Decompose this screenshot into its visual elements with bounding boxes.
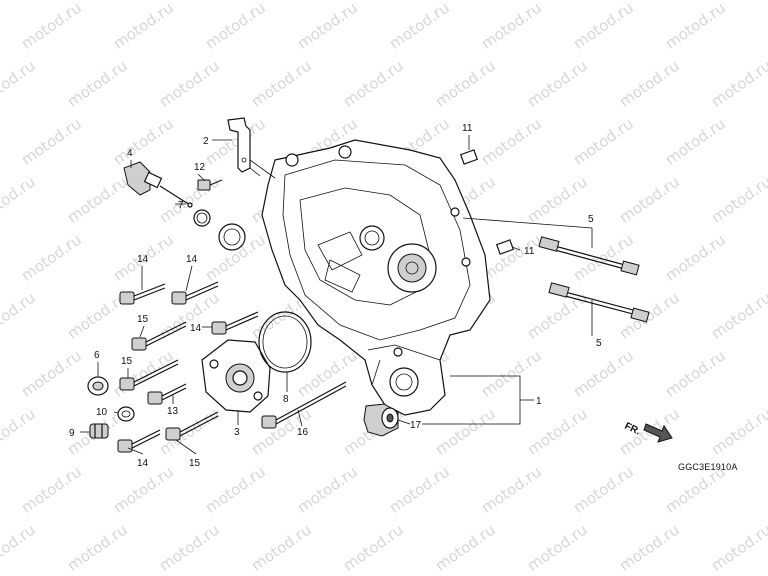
bolt-15-middle xyxy=(119,359,179,391)
diagram-code: GGC3E1910A xyxy=(678,462,738,472)
dowel-pin-upper xyxy=(459,149,479,165)
pump-cover-part-3 xyxy=(201,339,271,413)
bolt-15-lower xyxy=(165,411,219,441)
gasket-part-8 xyxy=(258,311,312,373)
o-ring-part-7 xyxy=(193,209,211,227)
callout-12: 12 xyxy=(194,162,206,173)
callout-7: 7 xyxy=(178,200,184,211)
callout-4: 4 xyxy=(127,148,133,159)
callout-labels: 2 4 12 7 11 5 11 5 14 14 15 14 6 15 10 1… xyxy=(69,123,602,469)
collar-part-17 xyxy=(363,403,399,437)
callout-11-upper: 11 xyxy=(462,123,473,134)
sensor-part-4 xyxy=(123,161,193,208)
callout-14-upper-left: 14 xyxy=(137,254,149,265)
callout-11-lower: 11 xyxy=(524,246,535,257)
callout-15-upper: 15 xyxy=(137,314,149,325)
callout-1: 1 xyxy=(536,396,542,407)
callout-14-lower: 14 xyxy=(137,458,149,469)
bolt-15-upper xyxy=(131,321,187,351)
callout-10: 10 xyxy=(96,407,108,418)
bracket-part-2 xyxy=(227,117,261,177)
callout-17: 17 xyxy=(410,420,422,431)
callout-8: 8 xyxy=(283,394,289,405)
callout-14-upper-right: 14 xyxy=(186,254,198,265)
washer-part-10 xyxy=(117,406,135,422)
callout-2: 2 xyxy=(203,136,209,147)
plug-part-9 xyxy=(89,423,109,439)
stud-bolt-lower xyxy=(548,282,650,323)
dowel-pin-lower xyxy=(495,239,515,255)
leader-lines xyxy=(80,135,593,455)
callout-15-middle: 15 xyxy=(121,356,133,367)
callout-14-middle: 14 xyxy=(190,323,202,334)
front-direction-marker: FR. xyxy=(623,421,673,443)
callout-5-lower: 5 xyxy=(596,338,602,349)
bolt-14-right xyxy=(211,311,259,335)
bolt-16 xyxy=(261,381,347,429)
callout-13: 13 xyxy=(167,406,179,417)
callout-9: 9 xyxy=(69,428,75,439)
bolt-14-middle xyxy=(171,281,219,305)
bolt-14-lower xyxy=(117,429,161,453)
crankcase-cover-drawing xyxy=(261,139,491,416)
front-arrow-icon xyxy=(643,423,673,443)
bolt-14-upper xyxy=(119,283,166,305)
stud-bolt-upper xyxy=(538,236,640,276)
bolt-13 xyxy=(147,383,187,405)
callout-3: 3 xyxy=(234,427,240,438)
callout-15-lower: 15 xyxy=(189,458,201,469)
callout-5-upper: 5 xyxy=(588,214,594,225)
bolt-part-12 xyxy=(197,179,223,191)
callout-16: 16 xyxy=(297,427,309,438)
seal-part-6 xyxy=(87,376,109,396)
oil-seal-ring xyxy=(218,223,246,251)
callout-6: 6 xyxy=(94,350,100,361)
front-marker-label: FR. xyxy=(623,421,642,438)
